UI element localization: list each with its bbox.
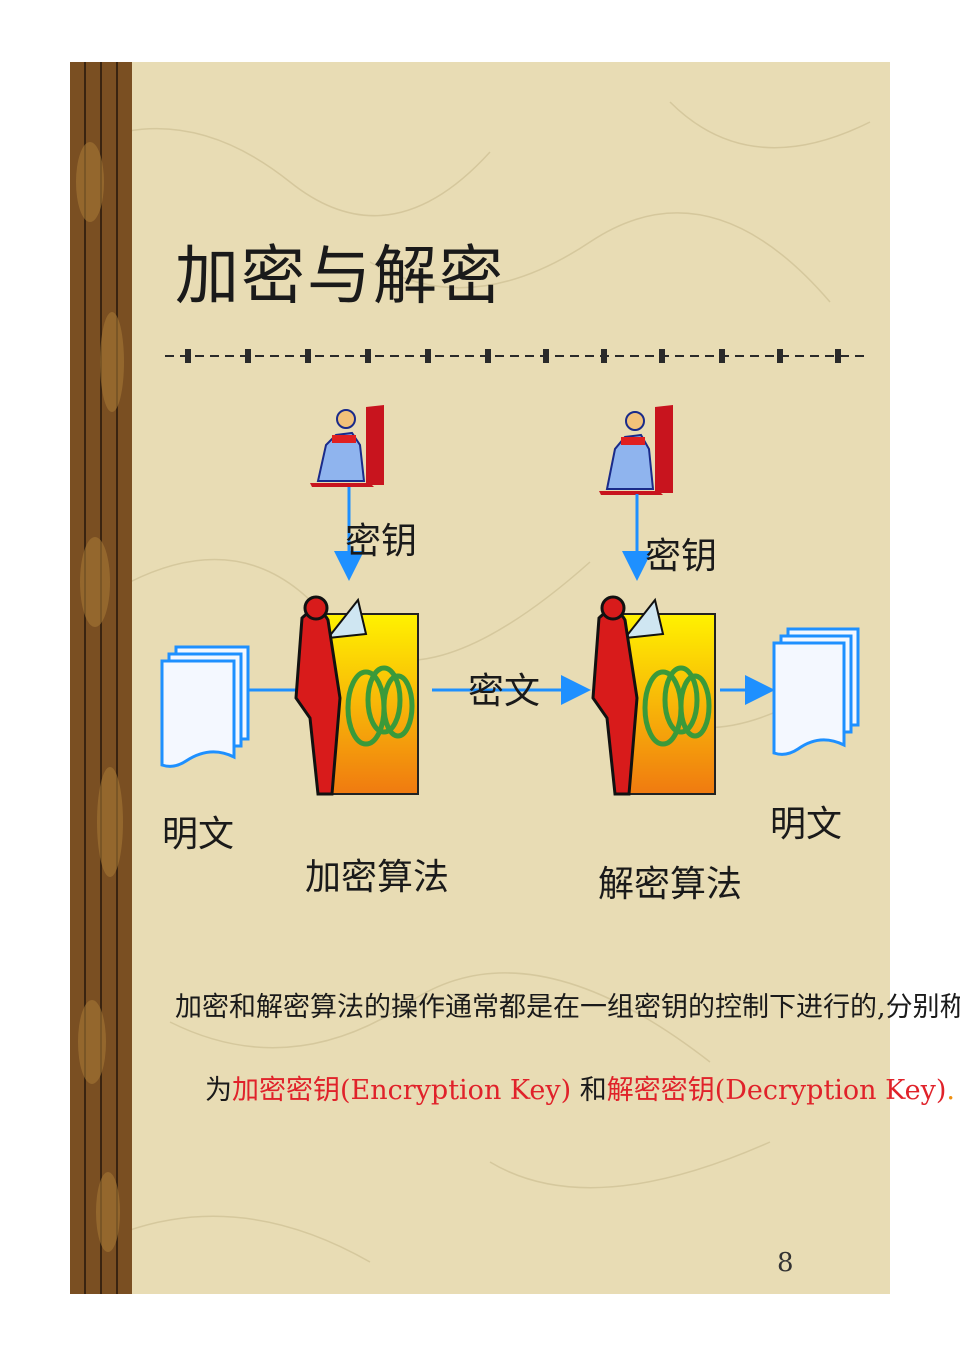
page-number: 8 bbox=[777, 1248, 794, 1278]
key-holder-icon bbox=[310, 405, 384, 487]
encryption-key-term: 加密密钥(Encryption Key) bbox=[232, 1075, 572, 1106]
decrypt-algorithm-label: 解密算法 bbox=[598, 864, 743, 905]
plaintext-label-right: 明文 bbox=[770, 804, 843, 845]
ciphertext-label: 密文 bbox=[468, 671, 541, 712]
document-stack-icon bbox=[160, 645, 250, 768]
key-holder-icon bbox=[599, 405, 673, 495]
sidebar-decoration bbox=[70, 62, 132, 1294]
page-title: 加密与解密 bbox=[175, 240, 505, 314]
key-label-right: 密钥 bbox=[645, 536, 718, 577]
connector-text: 和 bbox=[571, 1075, 607, 1106]
encrypt-algorithm-label: 加密算法 bbox=[305, 857, 450, 898]
line2-prefix: 为 bbox=[205, 1075, 232, 1106]
decryption-key-term: 解密密钥(Decryption Key) bbox=[606, 1075, 947, 1106]
plaintext-label-left: 明文 bbox=[162, 814, 235, 855]
description-line-2: 为加密密钥(Encryption Key) 和解密密钥(Decryption K… bbox=[205, 1068, 955, 1107]
algorithm-figure-icon bbox=[591, 595, 716, 796]
document-stack-icon bbox=[772, 627, 860, 756]
description-line-1: 加密和解密算法的操作通常都是在一组密钥的控制下进行的,分别称 bbox=[175, 992, 960, 1023]
algorithm-figure-icon bbox=[294, 595, 419, 796]
key-label-left: 密钥 bbox=[345, 521, 418, 562]
title-divider bbox=[165, 349, 865, 363]
period: . bbox=[946, 1075, 955, 1106]
